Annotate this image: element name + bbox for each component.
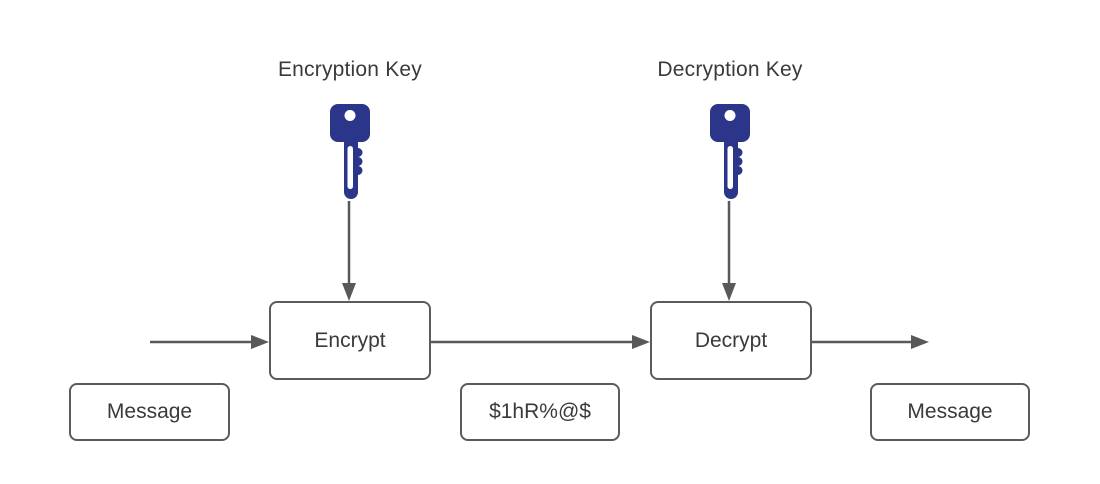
key-hole [724,110,736,121]
arrowhead-encrypt-to-decrypt [632,335,650,349]
arrowhead-out-of-decrypt [911,335,929,349]
decrypt-box: Decrypt [650,301,812,380]
arrowhead-into-encrypt [251,335,269,349]
ciphertext-box: $1hR%@$ [460,383,620,441]
decryption-key-icon [710,104,750,199]
encryption-key-icon [330,104,370,199]
key-slot [727,146,733,189]
encryption-key-label: Encryption Key [277,58,423,81]
message-output-box: Message [870,383,1030,441]
key-hole [344,110,356,121]
message-input-box: Message [69,383,230,441]
arrowhead-key-to-decrypt [722,283,736,301]
arrowhead-key-to-encrypt [342,283,356,301]
decryption-key-label: Decryption Key [657,58,803,81]
encrypt-box: Encrypt [269,301,431,380]
key-slot [347,146,353,189]
